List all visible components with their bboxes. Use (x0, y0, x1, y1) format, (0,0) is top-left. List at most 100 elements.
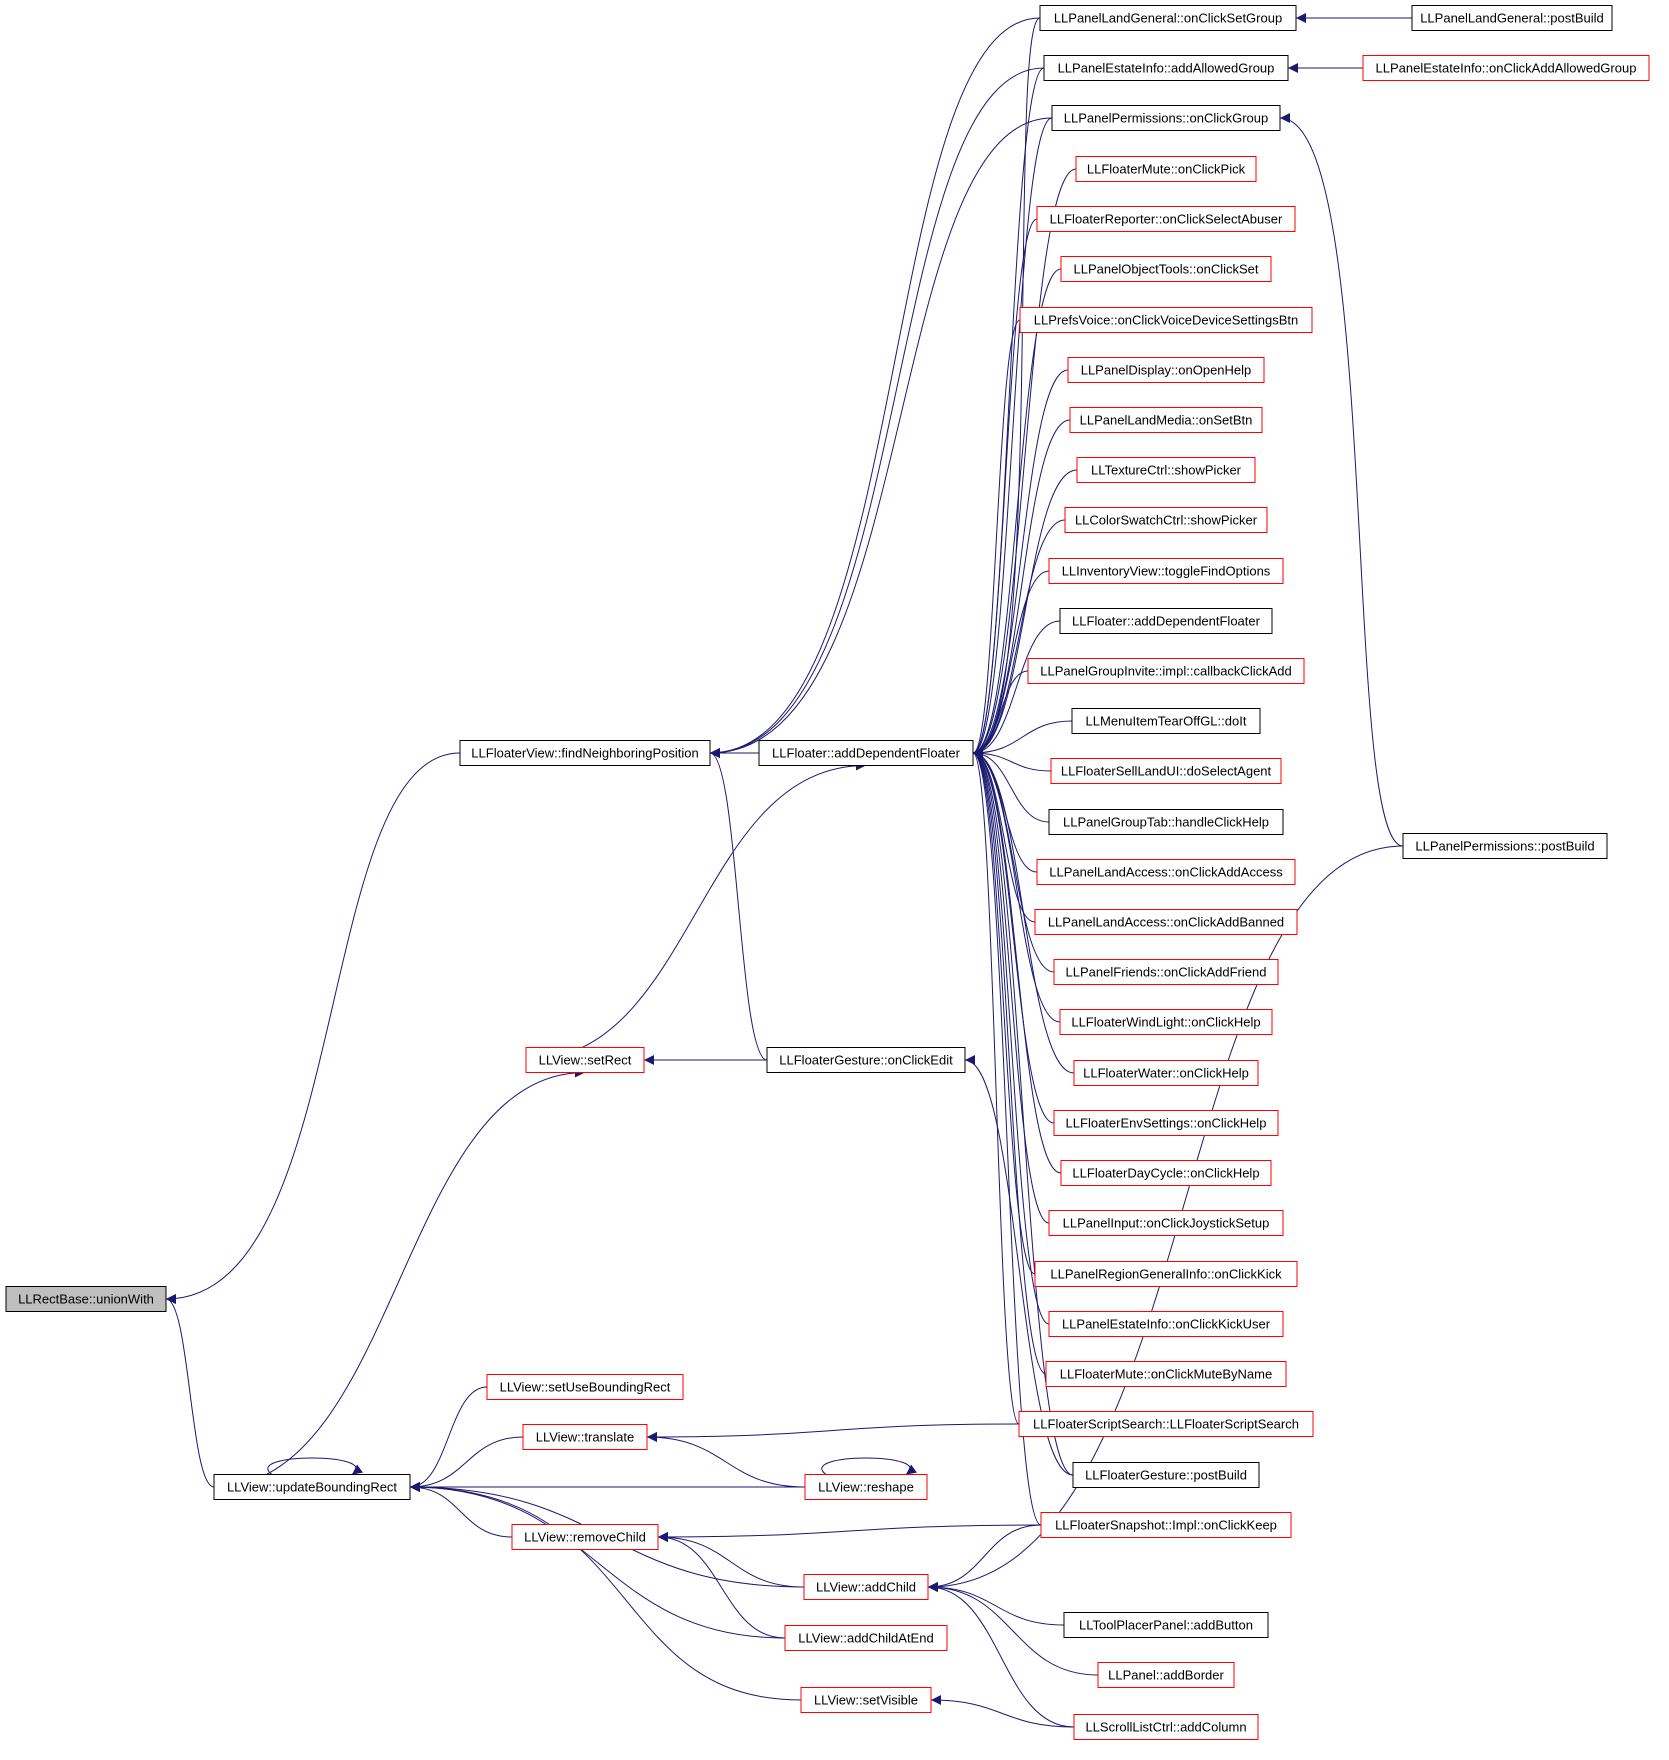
node-n42[interactable]: LLView::reshape (804, 1474, 928, 1500)
node-n47[interactable]: LLToolPlacerPanel::addButton (1063, 1612, 1269, 1638)
node-n27[interactable]: LLFloaterWater::onClickHelp (1073, 1060, 1259, 1086)
node-n32[interactable]: LLPanelEstateInfo::onClickKickUser (1048, 1311, 1284, 1337)
node-n45[interactable]: LLView::addChildAtEnd (784, 1625, 948, 1651)
node-n29[interactable]: LLFloaterDayCycle::onClickHelp (1060, 1160, 1272, 1186)
node-box[interactable] (1060, 1160, 1272, 1186)
node-box[interactable] (1067, 357, 1265, 383)
node-box[interactable] (804, 1474, 928, 1500)
node-box[interactable] (213, 1474, 411, 1500)
node-box[interactable] (1073, 1060, 1259, 1086)
node-n3[interactable]: LLPanelLandGeneral::onClickSetGroup (1039, 5, 1297, 31)
node-box[interactable] (1043, 55, 1289, 81)
node-n24[interactable]: LLPanelLandAccess::onClickAddBanned (1034, 909, 1298, 935)
node-n18[interactable]: LLFloater::addDependentFloater (1059, 608, 1273, 634)
node-n25[interactable]: LLPanelFriends::onClickAddFriend (1053, 959, 1279, 985)
node-n36[interactable]: LLFloaterSnapshot::Impl::onClickKeep (1040, 1512, 1292, 1538)
node-box[interactable] (1064, 507, 1268, 533)
node-n21[interactable]: LLFloaterSellLandUI::doSelectAgent (1050, 758, 1282, 784)
node-n22[interactable]: LLPanelGroupTab::handleClickHelp (1048, 809, 1284, 835)
node-box[interactable] (784, 1625, 948, 1651)
node-n14[interactable]: LLPanelLandMedia::onSetBtn (1069, 407, 1263, 433)
node-n20[interactable]: LLMenuItemTearOffGL::doIt (1071, 708, 1261, 734)
node-box[interactable] (1059, 1009, 1273, 1035)
node-n30[interactable]: LLPanelInput::onClickJoystickSetup (1048, 1210, 1284, 1236)
node-box[interactable] (1411, 5, 1613, 31)
node-n6[interactable]: LLPanelEstateInfo::onClickAddAllowedGrou… (1362, 55, 1650, 81)
node-box[interactable] (766, 1047, 966, 1073)
node-box[interactable] (1060, 256, 1272, 282)
node-n28[interactable]: LLFloaterEnvSettings::onClickHelp (1053, 1110, 1279, 1136)
node-box[interactable] (1036, 859, 1296, 885)
node-box[interactable] (1053, 959, 1279, 985)
node-n23[interactable]: LLPanelLandAccess::onClickAddAccess (1036, 859, 1296, 885)
node-box[interactable] (1050, 758, 1282, 784)
node-n31[interactable]: LLPanelRegionGeneralInfo::onClickKick (1034, 1261, 1298, 1287)
node-box[interactable] (1072, 1462, 1260, 1488)
node-n16[interactable]: LLColorSwatchCtrl::showPicker (1064, 507, 1268, 533)
node-n13[interactable]: LLPanelDisplay::onOpenHelp (1067, 357, 1265, 383)
node-n7[interactable]: LLPanelPermissions::onClickGroup (1051, 105, 1281, 131)
node-box[interactable] (1039, 5, 1297, 31)
node-box[interactable] (1018, 1411, 1314, 1437)
node-n12[interactable]: LLPrefsVoice::onClickVoiceDeviceSettings… (1019, 307, 1313, 333)
node-box[interactable] (1048, 809, 1284, 835)
node-box[interactable] (486, 1374, 684, 1400)
node-n43[interactable]: LLView::removeChild (511, 1524, 659, 1550)
node-n0[interactable]: LLRectBase::unionWith (5, 1286, 167, 1312)
node-box[interactable] (803, 1574, 929, 1600)
node-n35[interactable]: LLFloaterGesture::postBuild (1072, 1462, 1260, 1488)
node-n49[interactable]: LLScrollListCtrl::addColumn (1073, 1714, 1259, 1740)
node-box[interactable] (1073, 1714, 1259, 1740)
node-box[interactable] (1059, 608, 1273, 634)
node-n40[interactable]: LLView::setUseBoundingRect (486, 1374, 684, 1400)
node-box[interactable] (1063, 1612, 1269, 1638)
node-n17[interactable]: LLInventoryView::toggleFindOptions (1048, 558, 1284, 584)
node-box[interactable] (1040, 1512, 1292, 1538)
node-box[interactable] (5, 1286, 167, 1312)
node-n15[interactable]: LLTextureCtrl::showPicker (1076, 457, 1256, 483)
node-box[interactable] (1076, 457, 1256, 483)
node-n8[interactable]: LLPanelPermissions::postBuild (1402, 833, 1608, 859)
node-n19[interactable]: LLPanelGroupInvite::impl::callbackClickA… (1027, 658, 1305, 684)
node-n38[interactable]: LLFloaterGesture::onClickEdit (766, 1047, 966, 1073)
node-n39[interactable]: LLView::updateBoundingRect (213, 1474, 411, 1500)
node-box[interactable] (1402, 833, 1608, 859)
node-box[interactable] (459, 740, 711, 766)
node-box[interactable] (1048, 1210, 1284, 1236)
node-n26[interactable]: LLFloaterWindLight::onClickHelp (1059, 1009, 1273, 1035)
node-n4[interactable]: LLPanelLandGeneral::postBuild (1411, 5, 1613, 31)
node-box[interactable] (1048, 558, 1284, 584)
node-box[interactable] (1362, 55, 1650, 81)
node-n46[interactable]: LLView::setVisible (800, 1687, 932, 1713)
node-box[interactable] (1019, 307, 1313, 333)
node-box[interactable] (511, 1524, 659, 1550)
node-box[interactable] (1071, 708, 1261, 734)
node-n5[interactable]: LLPanelEstateInfo::addAllowedGroup (1043, 55, 1289, 81)
node-n11[interactable]: LLPanelObjectTools::onClickSet (1060, 256, 1272, 282)
node-box[interactable] (522, 1424, 648, 1450)
node-n1[interactable]: LLFloaterView::findNeighboringPosition (459, 740, 711, 766)
node-n44[interactable]: LLView::addChild (803, 1574, 929, 1600)
node-n34[interactable]: LLFloaterScriptSearch::LLFloaterScriptSe… (1018, 1411, 1314, 1437)
node-box[interactable] (758, 740, 974, 766)
node-box[interactable] (1027, 658, 1305, 684)
node-box[interactable] (525, 1047, 645, 1073)
node-n41[interactable]: LLView::translate (522, 1424, 648, 1450)
node-box[interactable] (1036, 206, 1296, 232)
node-n48[interactable]: LLPanel::addBorder (1097, 1662, 1235, 1688)
node-box[interactable] (1045, 1361, 1287, 1387)
node-box[interactable] (800, 1687, 932, 1713)
node-box[interactable] (1048, 1311, 1284, 1337)
node-n33[interactable]: LLFloaterMute::onClickMuteByName (1045, 1361, 1287, 1387)
node-box[interactable] (1053, 1110, 1279, 1136)
node-n10[interactable]: LLFloaterReporter::onClickSelectAbuser (1036, 206, 1296, 232)
node-n2[interactable]: LLFloater::addDependentFloater (758, 740, 974, 766)
node-box[interactable] (1069, 407, 1263, 433)
node-box[interactable] (1034, 1261, 1298, 1287)
node-box[interactable] (1097, 1662, 1235, 1688)
node-box[interactable] (1034, 909, 1298, 935)
node-n37[interactable]: LLView::setRect (525, 1047, 645, 1073)
node-box[interactable] (1051, 105, 1281, 131)
node-n9[interactable]: LLFloaterMute::onClickPick (1075, 156, 1257, 182)
node-box[interactable] (1075, 156, 1257, 182)
